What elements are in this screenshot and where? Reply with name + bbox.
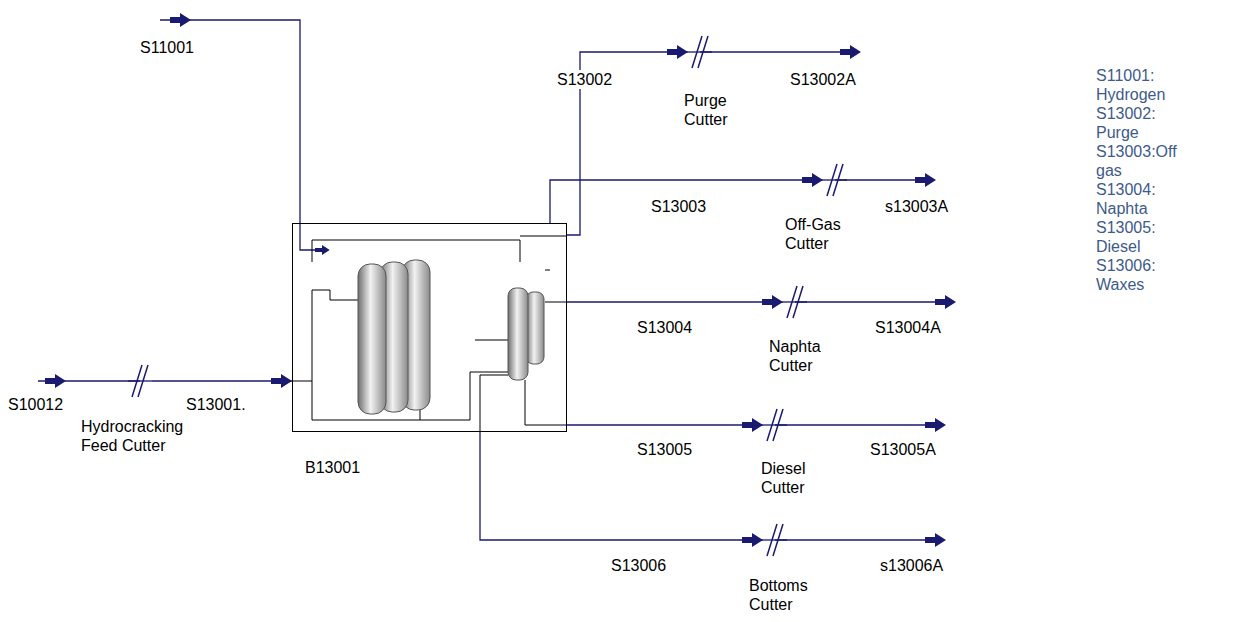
- stream-name: S13002A: [790, 70, 856, 89]
- material-stream: [567, 424, 763, 425]
- stream-name: s13003A: [885, 197, 948, 216]
- stream-name: S10012: [8, 395, 63, 414]
- cutter-mark: [763, 407, 787, 443]
- key-entry: S11001: Hydrogen: [1096, 66, 1188, 104]
- key-entry: S13006: Waxes: [1096, 256, 1188, 294]
- material-stream: [480, 432, 763, 540]
- stream-name: S13001.: [185, 395, 247, 414]
- key-entry: S13002: Purge: [1096, 104, 1188, 142]
- cutter-mark: [783, 284, 807, 320]
- stream-key: S11001: HydrogenS13002: PurgeS13003:Off …: [1096, 66, 1188, 294]
- unit-label: B13001: [305, 458, 425, 477]
- stream-name: S13002: [556, 70, 613, 89]
- unit-label: Hydrocracking Feed Cutter: [81, 417, 206, 455]
- cutter-mark: [688, 34, 712, 70]
- stream-name: S13004: [636, 318, 693, 337]
- unit-label: Naphta Cutter: [769, 337, 837, 375]
- unit-label: Diesel Cutter: [761, 459, 825, 497]
- key-entry: S13005: Diesel: [1096, 218, 1188, 256]
- stream-name: S13003: [650, 197, 707, 216]
- cutter-symbol: Naphta Cutter: [783, 284, 807, 320]
- key-entry: S13003:Off gas: [1096, 142, 1188, 180]
- unit-label: Off-Gas Cutter: [785, 215, 857, 253]
- unit-label: Bottoms Cutter: [749, 576, 827, 614]
- stream-name: s13006A: [880, 556, 943, 575]
- cutter-symbol: Purge Cutter: [688, 34, 712, 70]
- material-stream: [567, 301, 783, 302]
- stream-name: S13005: [636, 440, 693, 459]
- key-entry: S13004: Naphta: [1096, 180, 1188, 218]
- stream-name: S13005A: [870, 440, 936, 459]
- cutter-symbol: Hydrocracking Feed Cutter: [128, 363, 152, 399]
- cutter-mark: [823, 162, 847, 198]
- stream-name: S13004A: [875, 318, 941, 337]
- stream-name: S11001: [140, 38, 194, 57]
- material-stream: [550, 180, 823, 223]
- unit-label: Purge Cutter: [684, 91, 746, 129]
- hierarchy-block: B13001: [292, 223, 567, 432]
- material-stream: [152, 380, 292, 381]
- cutter-symbol: Bottoms Cutter: [763, 522, 787, 558]
- cutter-mark: [128, 363, 152, 399]
- cutter-mark: [763, 522, 787, 558]
- cutter-symbol: Diesel Cutter: [763, 407, 787, 443]
- cutter-symbol: Off-Gas Cutter: [823, 162, 847, 198]
- stream-name: S13006: [610, 556, 667, 575]
